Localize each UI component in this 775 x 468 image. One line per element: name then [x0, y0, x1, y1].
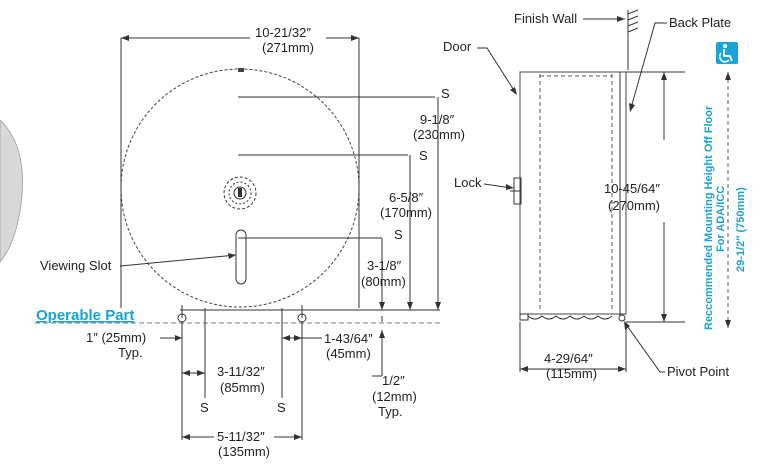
height-10: 10-45/64″ — [604, 181, 660, 196]
dim-3-11-mm: (85mm) — [220, 380, 265, 395]
dim-half-mm: (12mm) — [372, 389, 417, 404]
dim-1in-typ: Typ. — [118, 345, 143, 360]
pivot-circle — [618, 314, 626, 322]
lock-symbol — [223, 176, 257, 210]
height-10-mm: (270mm) — [608, 198, 660, 213]
height-6: 6-5/8″ — [389, 190, 424, 205]
ada-line3: 29-1/2″ (750mm) — [735, 187, 747, 272]
viewing-slot-label: Viewing Slot — [40, 258, 112, 273]
wall-hatch — [627, 9, 639, 33]
dim-1-43-mm: (45mm) — [326, 346, 371, 361]
dim-5-11: 5-11/32″ — [217, 429, 265, 444]
height-6-mm: (170mm) — [380, 205, 432, 220]
s-label-1: S — [441, 86, 450, 101]
dim-5-11-mm: (135mm) — [218, 444, 270, 459]
dispenser-side-body — [519, 71, 627, 315]
door-label: Door — [443, 39, 472, 54]
height-9-mm: (230mm) — [413, 127, 465, 142]
height-3-mm: (80mm) — [361, 274, 406, 289]
width-dim: 10-21/32″ — [255, 25, 311, 40]
top-tab — [238, 68, 244, 72]
s-label-4: S — [200, 400, 209, 415]
back-plate-label: Back Plate — [669, 15, 731, 30]
dim-half: 1/2″ — [382, 373, 405, 388]
dim-1in: 1″ (25mm) — [86, 330, 146, 345]
product-photo-edge — [0, 119, 23, 263]
height-9: 9-1/8″ — [420, 112, 455, 127]
dim-half-typ: Typ. — [378, 404, 403, 419]
wheelchair-icon — [716, 42, 738, 64]
ada-line2: For ADA/ICC — [715, 186, 727, 252]
s-label-3: S — [394, 227, 403, 242]
left-foot — [177, 305, 187, 323]
dim-1-43: 1-43/64″ — [324, 331, 373, 346]
depth-4: 4-29/64″ — [544, 351, 593, 366]
height-3: 3-1/8″ — [367, 258, 402, 273]
s-label-2: S — [419, 148, 428, 163]
viewing-slot — [235, 229, 247, 285]
right-foot — [297, 305, 307, 323]
depth-4-mm: (115mm) — [546, 366, 597, 381]
dim-3-11: 3-11/32″ — [217, 364, 265, 379]
lock-label: Lock — [454, 175, 482, 190]
operable-part-label: Operable Part — [36, 307, 134, 324]
pivot-point-label: Pivot Point — [667, 364, 730, 379]
s-label-5: S — [277, 400, 286, 415]
width-dim-mm: (271mm) — [262, 40, 314, 55]
ada-line1: Reccommended Mounting Height Off Floor — [703, 105, 715, 330]
finish-wall-label: Finish Wall — [514, 11, 577, 26]
